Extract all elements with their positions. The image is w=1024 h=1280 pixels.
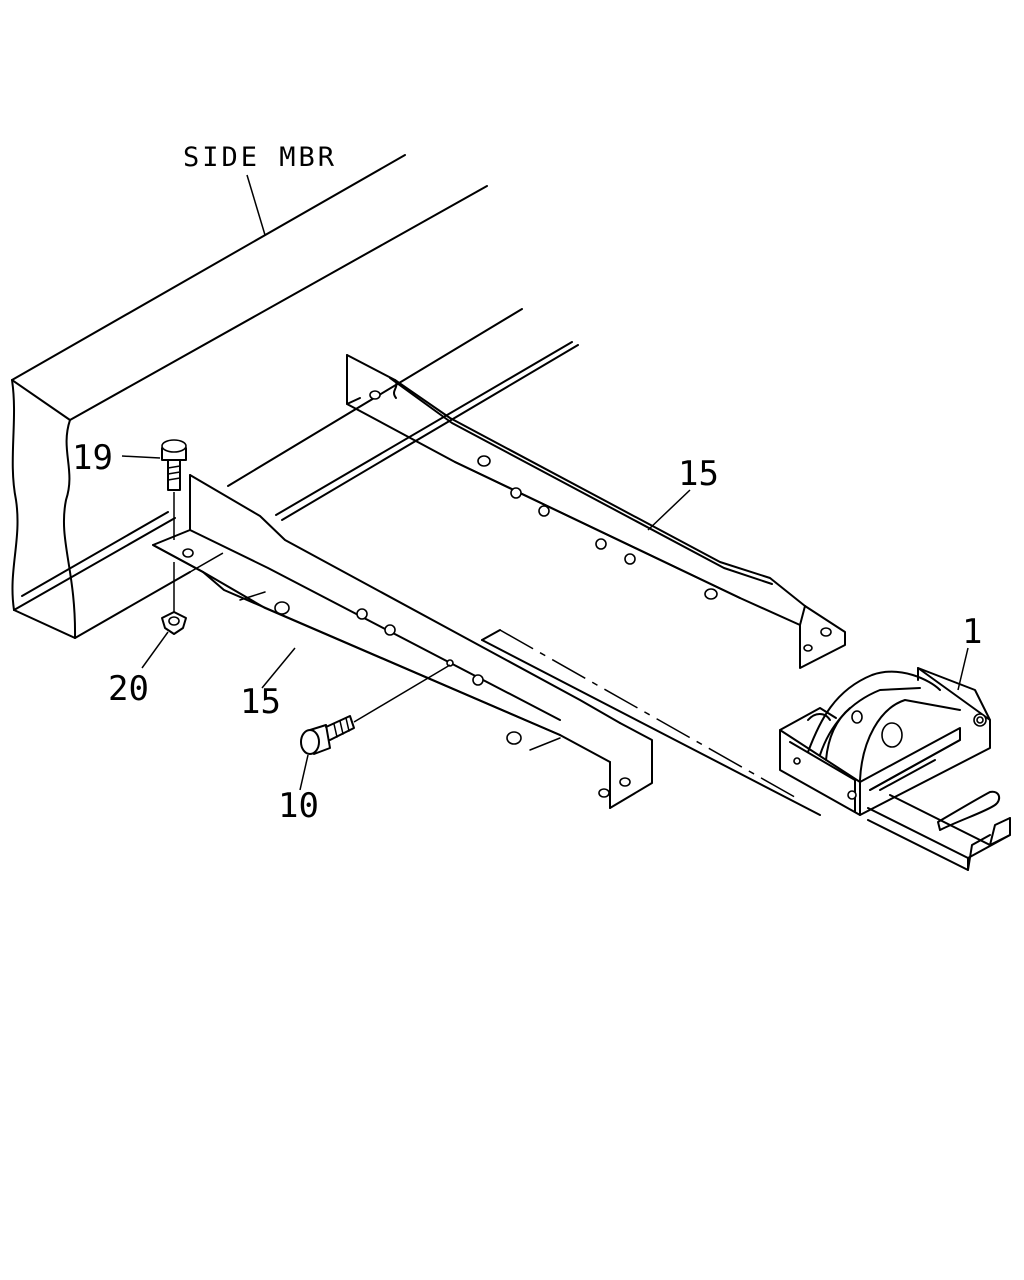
leader-15-lower bbox=[261, 647, 296, 689]
leader-19 bbox=[121, 455, 161, 459]
bolt-10 bbox=[300, 664, 451, 755]
bracket-assembly-1 bbox=[779, 667, 1011, 871]
label-side-member: SIDE MBR bbox=[183, 142, 337, 173]
lower-bracket-15 bbox=[152, 474, 653, 809]
label-part-10: 10 bbox=[278, 786, 319, 826]
leader-10 bbox=[299, 754, 309, 791]
label-part-19: 19 bbox=[72, 438, 113, 478]
leader-15-upper bbox=[647, 489, 691, 531]
bolt-19 bbox=[161, 439, 187, 612]
leader-side-member bbox=[246, 174, 266, 236]
label-part-15-lower: 15 bbox=[240, 682, 281, 722]
upper-bracket-15 bbox=[346, 354, 846, 669]
nut-20 bbox=[161, 611, 187, 635]
label-part-15-upper: 15 bbox=[678, 454, 719, 494]
leader-1 bbox=[957, 647, 969, 691]
label-part-1: 1 bbox=[962, 612, 982, 652]
label-part-20: 20 bbox=[108, 669, 149, 709]
leader-20 bbox=[141, 631, 169, 669]
